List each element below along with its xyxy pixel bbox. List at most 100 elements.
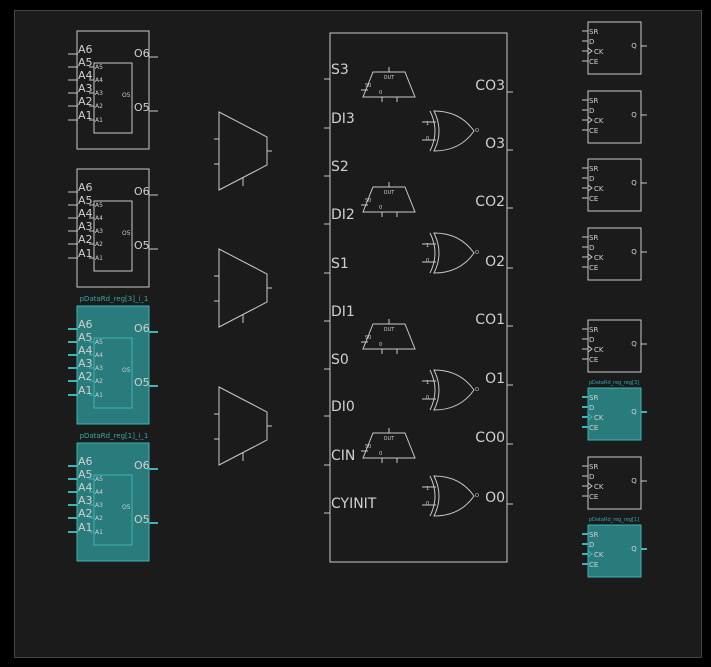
ff-pin-label: CK: [594, 254, 604, 262]
carry4-output-label: O2: [485, 254, 505, 270]
ff-q-label: Q: [631, 42, 637, 50]
carry-mux-shape: [362, 186, 416, 213]
xor-out-label: O: [475, 493, 479, 499]
ff-q-label: Q: [631, 477, 637, 485]
mux-cell[interactable]: [214, 386, 272, 466]
ff-pin-label: SR: [589, 394, 598, 402]
ff-pin-label: CK: [594, 117, 604, 125]
carry4-input-label: S0: [331, 352, 349, 368]
lut-inner-input-label: A2: [95, 103, 103, 110]
lut-input-label: A6: [78, 318, 93, 331]
lut-inner-output-label: O5: [122, 367, 131, 374]
lut-input-label: A3: [78, 357, 93, 370]
lut-inner-input-label: A1: [95, 117, 103, 124]
xor-body: [433, 110, 475, 152]
ff-pin-label: SR: [589, 28, 598, 36]
carry4-body[interactable]: [329, 32, 508, 563]
lut-o6-label: O6: [134, 185, 150, 198]
lut-inner-input-label: A5: [95, 64, 103, 71]
ff-pin-label: CE: [589, 561, 598, 569]
lut-inner-box: [93, 337, 133, 409]
carry-mux-shape: [362, 323, 416, 350]
ff-pin-label: SR: [589, 463, 598, 471]
xor-gate: 1 0 O: [422, 475, 479, 517]
ff-clock-triangle: [587, 345, 593, 353]
xor-body: [433, 232, 475, 274]
ff-pin-label: CK: [594, 551, 604, 559]
xor-in1-label: 1: [426, 486, 429, 492]
lut-input-label: A3: [78, 494, 93, 507]
mux-cell[interactable]: [214, 111, 272, 191]
xor-body: [433, 475, 475, 517]
lut-body[interactable]: [76, 305, 150, 425]
lut-inner-input-label: A4: [95, 489, 103, 496]
carry-mux-sel-label: S0: [365, 198, 371, 204]
ff-pin-label: CE: [589, 58, 598, 66]
lut-inner-input-label: A2: [95, 515, 103, 522]
lut-inner-input-label: A3: [95, 228, 103, 235]
mux-cell[interactable]: [214, 248, 272, 328]
ff-pin-label: D: [589, 404, 594, 412]
lut-input-label: A4: [78, 69, 93, 82]
xor-gate: 10O: [422, 110, 479, 152]
lut-input-label: A3: [78, 82, 93, 95]
lut-input-label: A1: [78, 521, 93, 534]
lut-input-label: A1: [78, 384, 93, 397]
carry-mux-in-label: 0: [379, 205, 382, 211]
carry4-output-label: CO2: [475, 194, 505, 210]
ff-body[interactable]: [587, 524, 642, 578]
xor-in1-label: 1: [426, 121, 429, 127]
lut-o5-label: O5: [134, 239, 150, 252]
ff-instance-label: pDataRd_reg_reg[1]: [589, 517, 639, 523]
lut-o6-label: O6: [134, 322, 150, 335]
ff-instance-label: pDataRd_reg_reg[3]: [589, 380, 639, 386]
ff-pin-label: SR: [589, 97, 598, 105]
xor-in0-label: 0: [426, 258, 429, 264]
carry4-output-label: CO1: [475, 312, 505, 328]
lut-inner-input-label: A4: [95, 77, 103, 84]
lut-inner-output-label: O5: [122, 92, 131, 99]
carry4-input-label: DI0: [331, 399, 355, 415]
lut-inner-input-label: A3: [95, 90, 103, 97]
carry4-input-label: S3: [331, 62, 349, 78]
xor-in0-label: 0: [426, 136, 429, 142]
lut-inner-box: [93, 200, 133, 272]
ff-pin-label: CE: [589, 424, 598, 432]
lut-inner-input-label: A4: [95, 352, 103, 359]
ff-pin-label: CE: [589, 493, 598, 501]
lut-inner-input-label: A5: [95, 476, 103, 483]
xor-out-label: O: [475, 250, 479, 256]
lut-inner-input-label: A2: [95, 378, 103, 385]
ff-q-label: Q: [631, 340, 637, 348]
xor-in0-label: 0: [426, 501, 429, 507]
lut-body[interactable]: [76, 30, 150, 150]
ff-pin-label: D: [589, 175, 594, 183]
xor-gate: 10O: [422, 232, 479, 274]
carry4-input-label: DI2: [331, 207, 355, 223]
lut-input-label: A1: [78, 109, 93, 122]
lut-body[interactable]: [76, 442, 150, 562]
lut-inner-box: [93, 474, 133, 546]
lut-input-label: A4: [78, 207, 93, 220]
ff-body[interactable]: [587, 387, 642, 441]
carry4-cell[interactable]: S3DI3S2DI2S1DI1S0DI0CINCYINITCO3O3CO2O2C…: [324, 32, 513, 563]
ff-pin-label: CK: [594, 48, 604, 56]
lut-inner-input-label: A5: [95, 339, 103, 346]
lut-body[interactable]: [76, 168, 150, 288]
carry4-output-label: O3: [485, 136, 505, 152]
